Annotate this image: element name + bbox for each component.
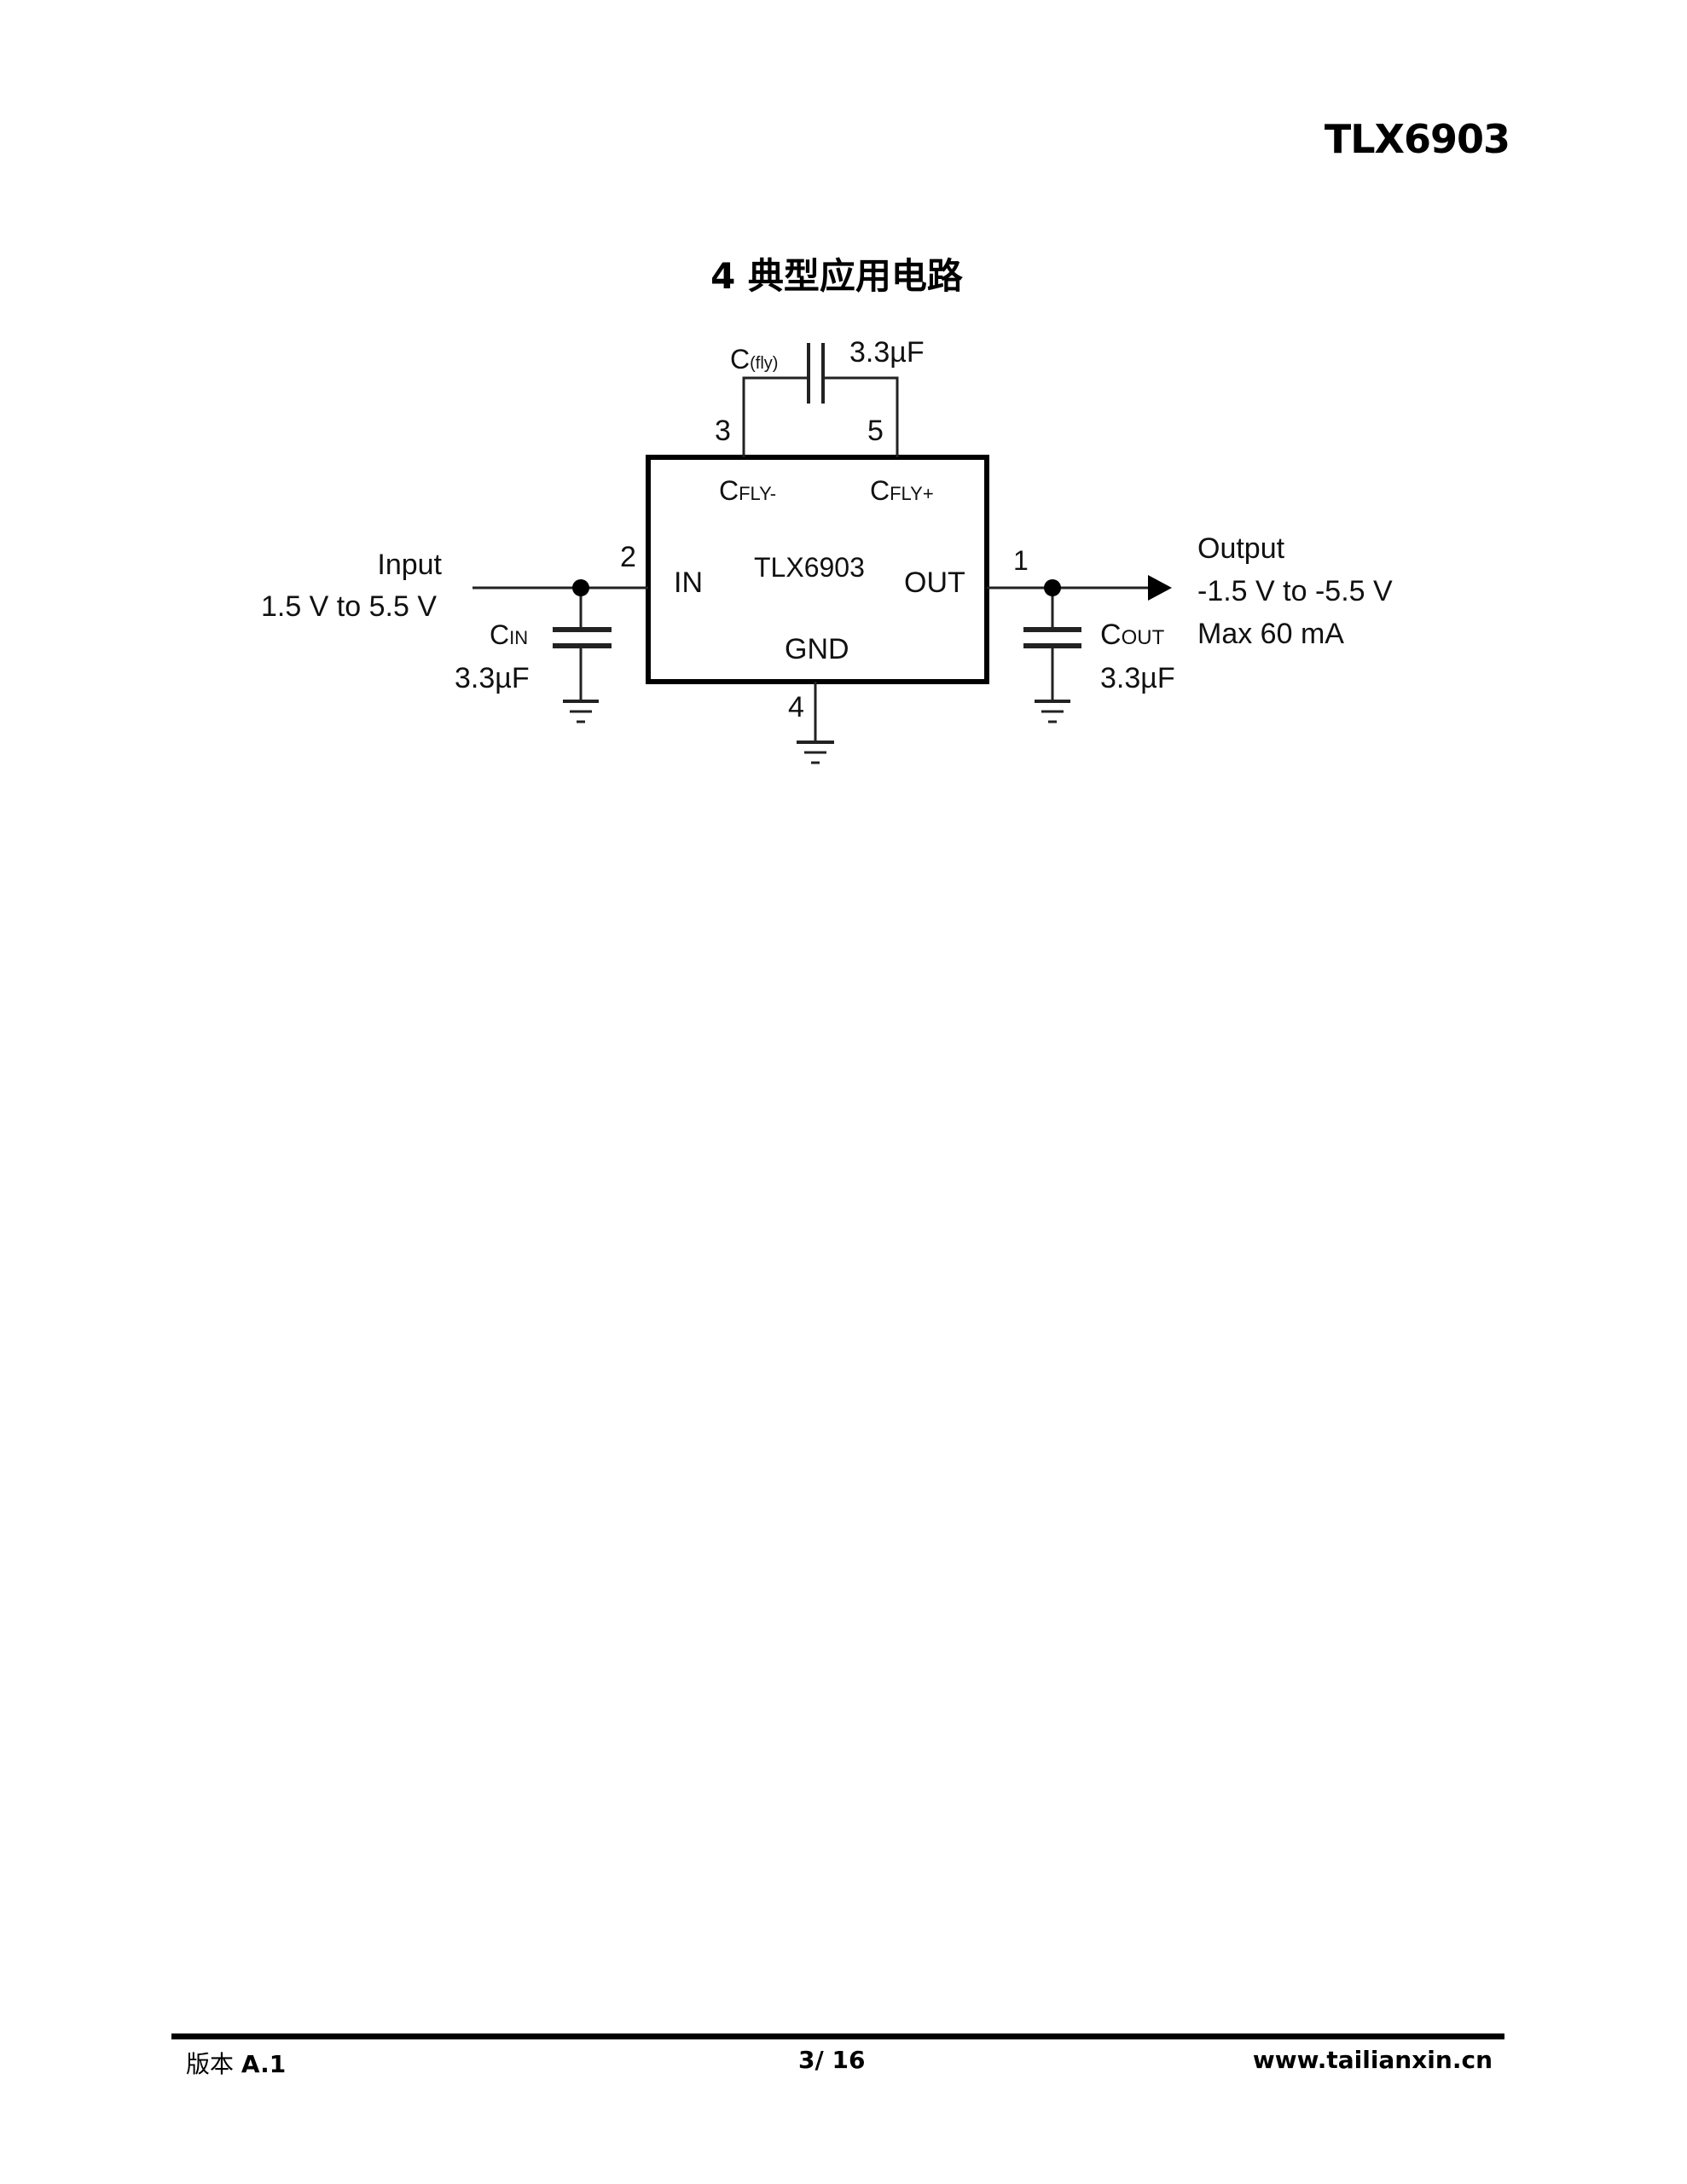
cfly-value: 3.3µF (849, 336, 925, 369)
cin-label: CIN (490, 619, 528, 650)
footer-website: www.tailianxin.cn (1252, 2046, 1493, 2074)
section-title: 4 典型应用电路 (710, 255, 963, 297)
output-range: -1.5 V to -5.5 V (1197, 575, 1393, 607)
header-part-number: TLX6903 (1324, 116, 1510, 162)
cfly-minus-pin-label: CFLY- (719, 475, 776, 506)
output-arrow-icon (1148, 575, 1172, 601)
cfly-wire (742, 376, 899, 457)
input-range: 1.5 V to 5.5 V (261, 590, 437, 623)
version-prefix: 版本 (186, 2050, 235, 2078)
cout-value: 3.3µF (1100, 662, 1175, 694)
output-junction-dot (1044, 579, 1061, 596)
input-label: Input (377, 549, 442, 581)
pin-2: 2 (620, 541, 636, 573)
cin-value: 3.3µF (455, 662, 530, 694)
in-pin-label: IN (674, 566, 703, 599)
out-pin-label: OUT (904, 566, 965, 599)
cout-ground-icon (1035, 700, 1070, 723)
cin-ground-icon (563, 700, 599, 723)
output-label: Output (1197, 532, 1285, 565)
footer-divider (171, 2033, 1504, 2040)
input-junction-dot (572, 579, 589, 596)
cout-label: COUT (1100, 619, 1165, 651)
footer-page-number: 3/ 16 (798, 2046, 866, 2074)
gnd-pin-label: GND (785, 633, 849, 665)
pin-4: 4 (788, 691, 804, 723)
gnd-ground-icon (797, 741, 834, 764)
footer-version: 版本 A.1 (186, 2046, 286, 2080)
pin-3: 3 (715, 415, 731, 447)
chip-body (646, 455, 989, 684)
output-max-current: Max 60 mA (1197, 618, 1344, 650)
pin-5: 5 (867, 415, 884, 447)
pin-1: 1 (1013, 545, 1029, 576)
cfly-label: C(fly) (730, 344, 778, 375)
chip-name: TLX6903 (754, 552, 865, 583)
version-number: A.1 (241, 2050, 287, 2078)
cfly-plus-pin-label: CFLY+ (870, 475, 934, 506)
